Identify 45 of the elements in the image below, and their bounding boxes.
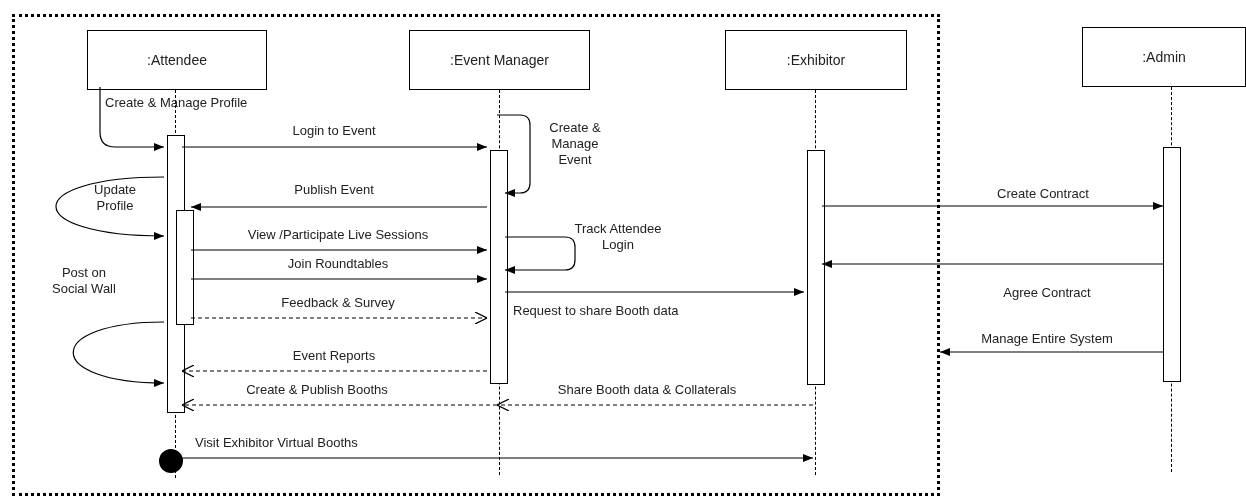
- message-arrow: [821, 260, 1164, 268]
- message-arrow: [821, 202, 1164, 210]
- lifeline-head: :Attendee: [87, 30, 267, 90]
- frame-box: [12, 14, 940, 496]
- message-arrow: [190, 311, 488, 325]
- message-arrow: [179, 454, 814, 462]
- message-label: Update Profile: [93, 182, 137, 214]
- message-arrow: [496, 114, 531, 197]
- message-label: Track Attendee Login: [573, 221, 663, 253]
- message-label: Manage Entire System: [981, 331, 1113, 347]
- message-arrow: [504, 288, 805, 296]
- activation-bar: [1163, 147, 1181, 382]
- message-label: Event Reports: [292, 348, 376, 364]
- message-label: Create & Manage Event: [548, 120, 602, 168]
- message-label: View /Participate Live Sessions: [247, 227, 429, 243]
- message-label: Agree Contract: [1003, 285, 1091, 301]
- message-arrow: [181, 398, 498, 412]
- message-label: Feedback & Survey: [281, 295, 395, 311]
- message-arrow: [939, 348, 1164, 356]
- message-label: Request to share Booth data: [513, 303, 679, 319]
- lifeline-head: :Exhibitor: [725, 30, 907, 90]
- message-arrow: [496, 398, 814, 412]
- message-label: Create Contract: [997, 186, 1089, 202]
- message-arrow: [190, 203, 488, 211]
- message-arrow: [181, 364, 488, 378]
- activation-bar: [176, 210, 194, 325]
- lifeline-head: :Admin: [1082, 27, 1246, 87]
- message-arrow: [72, 321, 165, 387]
- message-arrow: [55, 176, 165, 240]
- message-arrow: [190, 275, 488, 283]
- message-arrow: [181, 143, 488, 151]
- message-label: Join Roundtables: [287, 256, 389, 272]
- lifeline-head: :Event Manager: [409, 30, 590, 90]
- message-label: Login to Event: [292, 123, 376, 139]
- message-label: Post on Social Wall: [51, 265, 117, 297]
- message-label: Visit Exhibitor Virtual Booths: [195, 435, 358, 451]
- message-label: Share Booth data & Collaterals: [557, 382, 737, 398]
- message-label: Create & Manage Profile: [105, 95, 248, 111]
- message-arrow: [190, 246, 488, 254]
- message-arrow: [504, 236, 576, 274]
- activation-bar: [807, 150, 825, 385]
- message-arrow: [99, 86, 165, 151]
- message-label: Publish Event: [294, 182, 374, 198]
- activation-bar: [490, 150, 508, 384]
- message-label: Create & Publish Booths: [246, 382, 388, 398]
